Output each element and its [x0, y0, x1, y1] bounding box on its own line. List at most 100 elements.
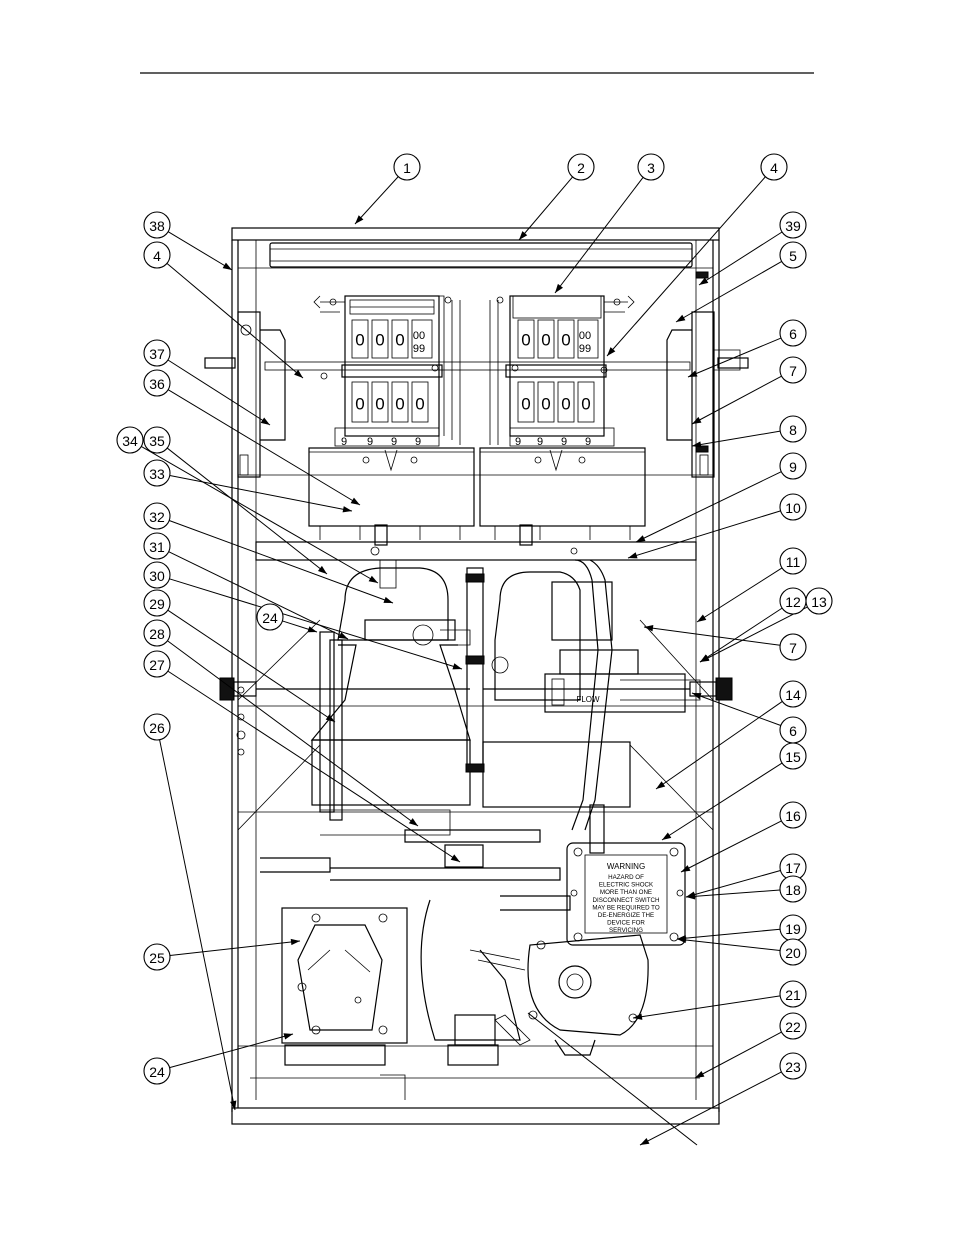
callout-leader-line — [518, 176, 573, 241]
callout-leader-line — [167, 609, 336, 723]
callout-leader-line — [680, 820, 782, 873]
price-display-bases — [308, 447, 646, 540]
callout-arrowhead — [695, 1070, 705, 1078]
counter-digit: 0 — [375, 395, 384, 414]
callout-number: 1 — [403, 160, 411, 176]
hose-outlets — [219, 677, 733, 701]
callout-arrowhead — [383, 596, 393, 603]
callout-leader-line — [685, 870, 781, 898]
callout-arrowhead — [681, 865, 691, 872]
callout-arrowhead — [519, 231, 528, 240]
callout-bubble: 10 — [779, 493, 807, 521]
callout-number: 20 — [785, 945, 801, 961]
callout-number: 32 — [149, 509, 165, 525]
vapor-tube — [465, 567, 485, 773]
warning-line: ELECTRIC SHOCK — [599, 882, 654, 889]
callout-arrowhead — [688, 370, 698, 377]
callout-number: 19 — [785, 921, 801, 937]
callout-bubble: 25 — [143, 943, 171, 971]
callout-number: 15 — [785, 749, 801, 765]
callout-leader-line — [141, 446, 379, 584]
callout-leader-line — [527, 1012, 698, 1146]
callout-number: 6 — [789, 326, 797, 342]
counter-digit: 99 — [579, 343, 591, 355]
callout-bubble: 27 — [143, 650, 171, 678]
callout-arrowhead — [633, 1013, 643, 1020]
callout-bubble: 4 — [143, 241, 171, 269]
counter-digit: 9 — [585, 436, 591, 448]
callout-bubble: 36 — [143, 369, 171, 397]
mounting-bar — [255, 524, 697, 561]
callout-arrowhead — [692, 693, 702, 700]
callout-bubble: 30 — [143, 561, 171, 589]
callout-number: 37 — [149, 346, 165, 362]
callout-leader-line — [655, 700, 783, 790]
counter-digit: 0 — [415, 395, 424, 414]
callout-number: 38 — [149, 218, 165, 234]
callout-arrowhead — [607, 347, 616, 356]
warning-title: WARNING — [607, 862, 645, 871]
callout-arrowhead — [260, 417, 270, 425]
callout-bubble: 18 — [779, 875, 807, 903]
callout-bubble: 20 — [779, 938, 807, 966]
callout-leader-line — [169, 1033, 294, 1069]
callout-bubble: 35 — [143, 426, 171, 454]
callout-leader-line — [627, 510, 781, 559]
callout-number: 27 — [149, 657, 165, 673]
callout-arrowhead — [692, 441, 702, 448]
callout-bubble: 37 — [143, 339, 171, 367]
callout-number: 28 — [149, 626, 165, 642]
callout-number: 22 — [785, 1019, 801, 1035]
counter-digit: 0 — [561, 331, 570, 350]
callout-number: 17 — [785, 860, 801, 876]
callout-bubble: 2 — [567, 153, 595, 181]
pump-motor — [420, 899, 649, 1066]
callout-leader-line — [169, 520, 394, 604]
callout-number: 16 — [785, 808, 801, 824]
callout-bubble: 33 — [143, 459, 171, 487]
counter-digit: 99 — [413, 343, 425, 355]
callout-number: 4 — [153, 248, 161, 264]
warning-line: DEVICE FOR — [607, 920, 645, 927]
right-computer-assembly — [489, 295, 635, 447]
callout-bubble: 7 — [779, 356, 807, 384]
counter-digit: 9 — [391, 436, 397, 448]
right-pulser-housing — [666, 271, 741, 478]
counter-digit: 00 — [413, 330, 425, 342]
callout-bubble: 13 — [805, 587, 833, 615]
callout-bubble: 3 — [637, 153, 665, 181]
callout-number: 24 — [149, 1064, 165, 1080]
callout-number: 5 — [789, 248, 797, 264]
callout-leader-line — [685, 889, 781, 898]
callout-number: 24 — [262, 610, 278, 626]
callout-bubble: 17 — [779, 853, 807, 881]
callout-number: 11 — [786, 554, 801, 570]
counter-digit: 9 — [415, 436, 421, 448]
counter-digit: 0 — [521, 395, 530, 414]
callout-bubble: 6 — [779, 319, 807, 347]
callout-arrowhead — [294, 369, 303, 378]
callout-arrowhead — [350, 497, 360, 505]
callout-arrowhead — [656, 781, 666, 789]
callout-leader-line — [554, 177, 644, 294]
callout-bubble: 22 — [779, 1012, 807, 1040]
callout-number: 31 — [149, 539, 165, 555]
callout-arrowhead — [662, 832, 672, 840]
callout-bubble: 9 — [779, 452, 807, 480]
callout-bubble: 24 — [143, 1057, 171, 1085]
callout-bubble: 5 — [779, 241, 807, 269]
callout-number: 2 — [577, 160, 585, 176]
callout-number: 21 — [785, 987, 801, 1003]
callout-arrowhead — [686, 893, 696, 900]
callout-number: 4 — [770, 160, 778, 176]
callout-bubble: 1 — [393, 153, 421, 181]
callout-arrowhead — [700, 655, 710, 662]
warning-line: DISCONNECT SWITCH — [593, 897, 660, 904]
callout-arrowhead — [452, 663, 462, 670]
callout-arrowhead — [677, 936, 687, 944]
callout-arrowhead — [222, 262, 232, 270]
left-meter — [310, 559, 471, 836]
callout-number: 33 — [149, 466, 165, 482]
